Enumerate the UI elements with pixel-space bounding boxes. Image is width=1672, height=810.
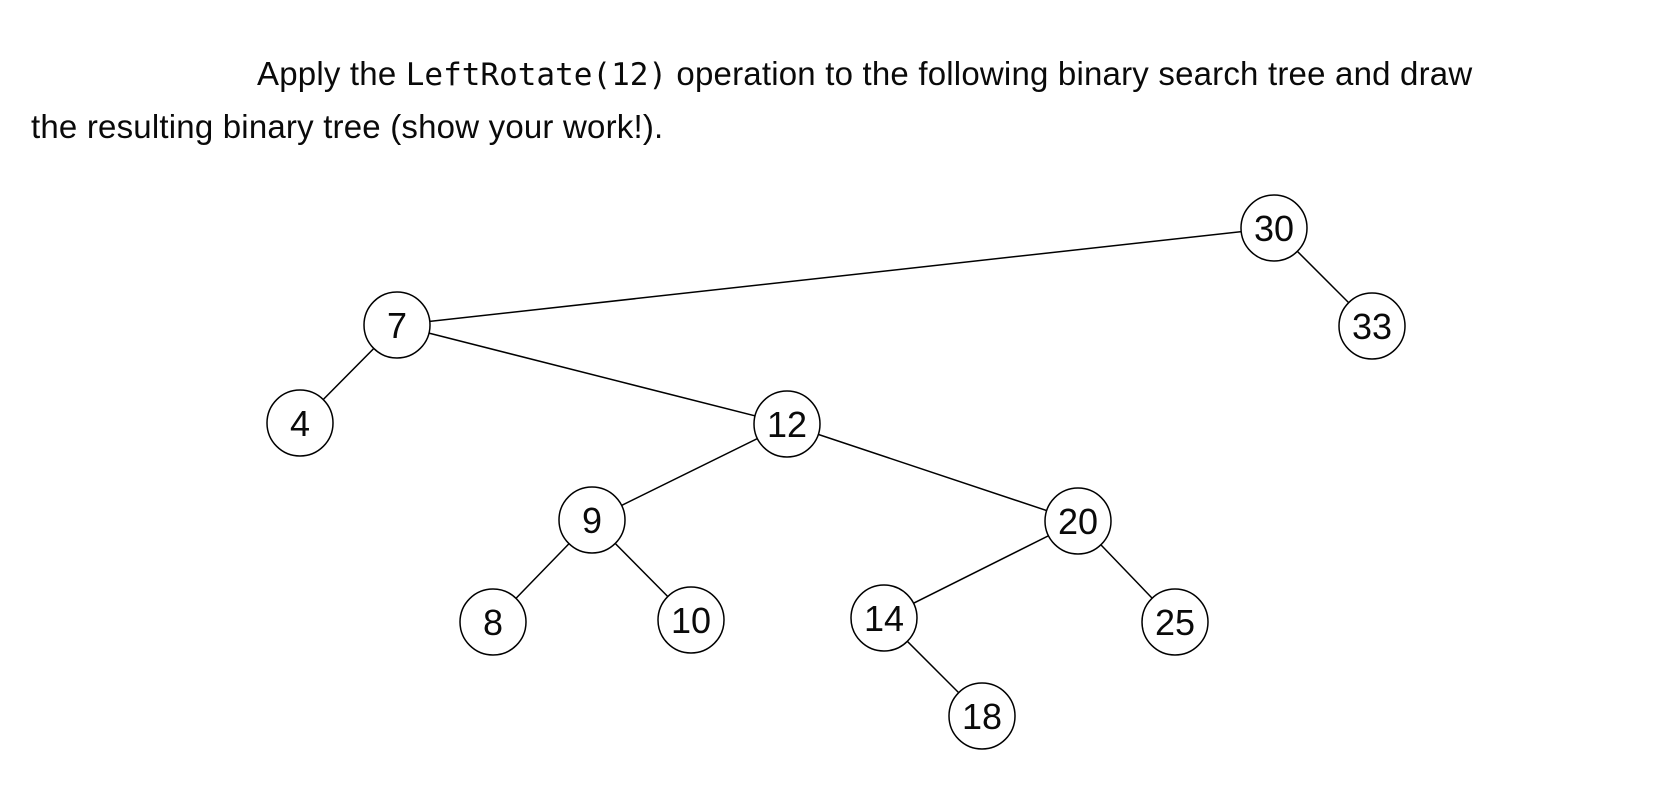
tree-node-label-9: 9 (582, 500, 602, 541)
tree-node-circle-30 (1240, 194, 1308, 262)
tree-node-label-10: 10 (671, 600, 711, 641)
tree-node-label-8: 8 (483, 602, 503, 643)
tree-node-label-4: 4 (290, 403, 310, 444)
tree-node-7: 7 (363, 291, 431, 359)
tree-node-circle-14 (850, 584, 918, 652)
tree-node-30: 30 (1240, 194, 1308, 262)
tree-node-14: 14 (850, 584, 918, 652)
tree-node-label-14: 14 (864, 598, 904, 639)
tree-node-circle-20 (1044, 487, 1112, 555)
question-line-2: the resulting binary tree (show your wor… (31, 108, 664, 145)
question-line1-post: operation to the following binary search… (667, 55, 1473, 92)
tree-node-circle-9 (558, 486, 626, 554)
tree-node-33: 33 (1338, 292, 1406, 360)
tree-node-label-25: 25 (1155, 602, 1195, 643)
tree-edge-20-14 (883, 520, 1079, 619)
tree-node-25: 25 (1141, 588, 1209, 656)
tree-node-circle-18 (948, 682, 1016, 750)
tree-node-label-33: 33 (1352, 306, 1392, 347)
tree-node-8: 8 (459, 588, 527, 656)
tree-node-9: 9 (558, 486, 626, 554)
tree-node-18: 18 (948, 682, 1016, 750)
tree-node-label-12: 12 (767, 404, 807, 445)
tree-node-label-18: 18 (962, 696, 1002, 737)
tree-node-label-30: 30 (1254, 208, 1294, 249)
tree-node-circle-10 (657, 586, 725, 654)
question-line1-pre: Apply the (257, 55, 406, 92)
tree-edge-30-7 (396, 227, 1275, 326)
tree-node-10: 10 (657, 586, 725, 654)
tree-node-20: 20 (1044, 487, 1112, 555)
tree-node-label-20: 20 (1058, 501, 1098, 542)
tree-node-circle-8 (459, 588, 527, 656)
question-line-1: Apply the LeftRotate(12) operation to th… (257, 57, 1472, 91)
tree-edge-7-12 (396, 324, 788, 425)
tree-node-circle-12 (753, 390, 821, 458)
tree-node-12: 12 (753, 390, 821, 458)
tree-node-4: 4 (266, 389, 334, 457)
tree-edge-12-9 (591, 423, 788, 521)
tree-node-label-7: 7 (387, 305, 407, 346)
tree-node-circle-7 (363, 291, 431, 359)
tree-node-circle-25 (1141, 588, 1209, 656)
tree-node-circle-33 (1338, 292, 1406, 360)
tree-edge-12-20 (786, 423, 1079, 522)
tree-node-circle-4 (266, 389, 334, 457)
code-leftrotate: LeftRotate(12) (405, 57, 668, 93)
